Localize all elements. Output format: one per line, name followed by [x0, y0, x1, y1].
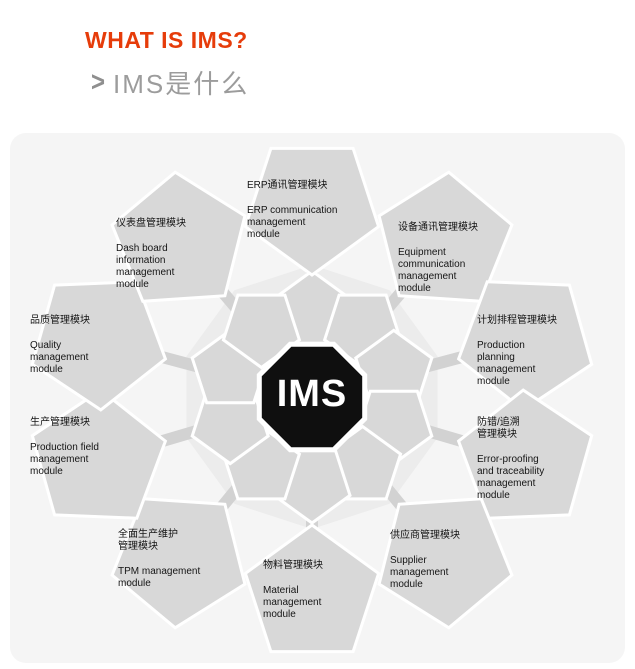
module-label-erp-communication: ERP通讯管理模块 ERP communication management m… [247, 168, 362, 253]
module-en-label: Dash board information management module [116, 243, 175, 290]
module-zh-label: ERP通讯管理模块 [247, 180, 328, 191]
pentagon-tpm [110, 497, 247, 630]
module-label-material: 物料管理模块 Material management module [263, 548, 369, 633]
module-label-error-proofing-traceability: 防错/追溯 管理模块 Error-proofing and traceabili… [477, 405, 589, 514]
module-zh-label: 仪表盘管理模块 [116, 218, 186, 229]
module-zh-label: 全面生产维护 管理模块 [118, 529, 178, 552]
pentagon-equipment-communication [377, 170, 514, 303]
center-octagon [256, 341, 368, 453]
chevron-icon: > [91, 66, 108, 98]
module-en-label: Quality management module [30, 340, 89, 375]
module-label-equipment-communication: 设备通讯管理模块 Equipment communication managem… [398, 210, 506, 307]
pentagon-dashboard [110, 170, 247, 303]
module-zh-label: 供应商管理模块 [390, 530, 460, 541]
module-label-supplier: 供应商管理模块 Supplier management module [390, 518, 500, 603]
module-en-label: Production field management module [30, 442, 99, 477]
module-label-tpm: 全面生产维护 管理模块 TPM management module [118, 517, 226, 602]
module-zh-label: 计划排程管理模块 [477, 315, 557, 326]
ims-center-label: IMS [276, 373, 348, 415]
module-zh-label: 设备通讯管理模块 [398, 222, 478, 233]
module-en-label: Error-proofing and traceability manageme… [477, 454, 545, 501]
module-en-label: Material management module [263, 585, 322, 620]
page-title: WHAT IS IMS? [85, 27, 248, 53]
module-label-dashboard-information: 仪表盘管理模块 Dash board information managemen… [116, 206, 224, 303]
module-zh-label: 品质管理模块 [30, 315, 90, 326]
page-subtitle: > IMS是什么 [91, 64, 249, 101]
module-en-label: Equipment communication management modul… [398, 247, 466, 294]
module-zh-label: 物料管理模块 [263, 560, 323, 571]
pentagon-erp-communication [243, 146, 381, 277]
module-label-quality: 品质管理模块 Quality management module [30, 303, 135, 388]
pentagon-supplier [377, 497, 514, 630]
inner-pentagon-ring [190, 269, 434, 525]
module-pentagons [30, 146, 594, 654]
subtitle-text: IMS是什么 [113, 69, 250, 99]
pentagon-material [243, 523, 381, 654]
module-en-label: TPM management module [118, 566, 201, 589]
module-en-label: ERP communication management module [247, 205, 338, 240]
module-zh-label: 防错/追溯 管理模块 [477, 417, 520, 440]
module-label-production-planning: 计划排程管理模块 Production planning management … [477, 303, 589, 400]
module-zh-label: 生产管理模块 [30, 417, 90, 428]
module-en-label: Production planning management module [477, 340, 536, 387]
module-label-production-field: 生产管理模块 Production field management modul… [30, 405, 142, 490]
module-en-label: Supplier management module [390, 555, 449, 590]
